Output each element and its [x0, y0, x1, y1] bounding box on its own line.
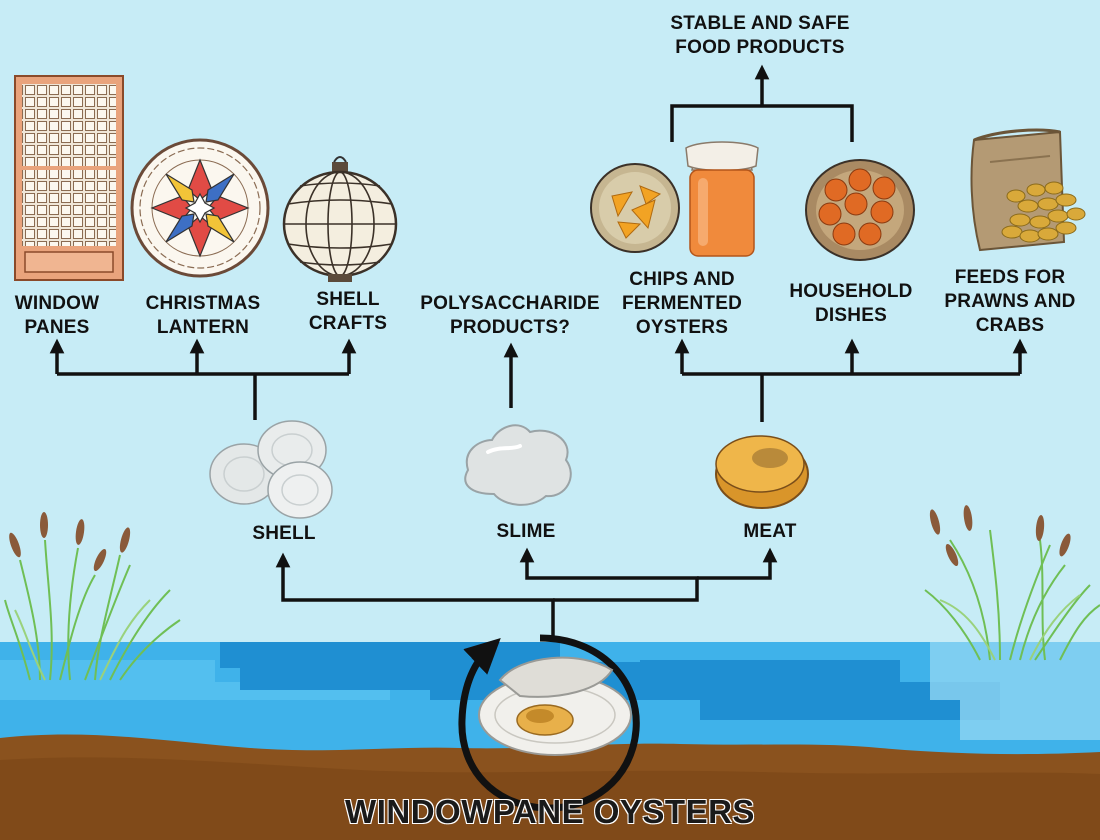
label-window-panes: WINDOW PANES: [14, 293, 100, 338]
label-stable-and-safe-food-products: STABLE AND SAFE FOOD PRODUCTS: [670, 13, 850, 58]
label-chips-and-fermented-oysters: CHIPS AND FERMENTED OYSTERS: [621, 269, 743, 338]
label-meat: MEAT: [743, 521, 797, 542]
label-household-dishes: HOUSEHOLD DISHES: [789, 281, 913, 326]
diagram-title: WINDOWPANE OYSTERS: [345, 793, 755, 830]
shell-craft-lamp-icon: [282, 156, 398, 282]
label-feeds-for-prawns-and-crabs: FEEDS FOR PRAWNS AND CRABS: [944, 267, 1076, 336]
household-dishes-icon: [805, 159, 915, 261]
cattail-reeds-right: [924, 529, 1100, 661]
label-slime: SLIME: [496, 521, 556, 542]
cattail-reeds-left: [4, 539, 181, 681]
feed-sack-icon: [970, 128, 1086, 252]
cattail-heads-left: [9, 512, 131, 572]
label-polysaccharide-products: POLYSACCHARIDE PRODUCTS?: [420, 293, 600, 338]
oyster-icon: [478, 656, 632, 756]
connector-arrows: [49, 64, 1028, 636]
fermented-jar-icon: [685, 141, 759, 257]
slime-icon: [464, 424, 572, 506]
christmas-lantern-icon: [130, 138, 270, 278]
cycle-arrow-icon: [458, 634, 640, 812]
shell-icon: [209, 420, 333, 519]
chips-icon: [590, 163, 680, 253]
window-panes-icon: [14, 75, 124, 281]
label-christmas-lantern: CHRISTMAS LANTERN: [145, 293, 261, 338]
label-shell-crafts: SHELL CRAFTS: [308, 289, 388, 334]
cattail-heads-right: [929, 505, 1071, 567]
label-shell: SHELL: [252, 523, 316, 544]
meat-icon: [715, 435, 809, 509]
